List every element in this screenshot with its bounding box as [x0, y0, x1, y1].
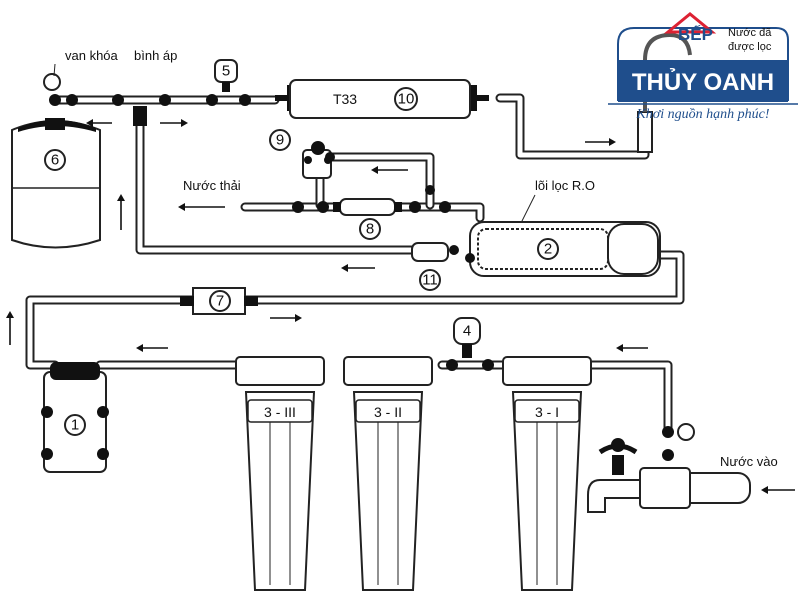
svg-text:11: 11 [422, 272, 438, 289]
flow-arrows-top [86, 119, 616, 230]
valve-9: 9 [269, 129, 435, 195]
brand-logo: BẾP Nước đã được lọc THỦY OANH Khơi nguồ… [608, 12, 798, 122]
svg-text:3 - III: 3 - III [264, 404, 296, 420]
outlet-faucet [637, 32, 692, 153]
top-line-fittings [66, 94, 251, 126]
label-loi-loc-ro: lõi lọc R.O [535, 178, 595, 193]
pressure-tank: 6 [11, 73, 101, 249]
svg-text:3 - I: 3 - I [535, 404, 559, 420]
svg-text:7: 7 [216, 293, 224, 310]
svg-text:1: 1 [71, 417, 79, 434]
label-binh-ap: bình áp [134, 48, 177, 63]
tank-number: 6 [51, 152, 59, 169]
badge-line1: Nước đã [728, 27, 772, 39]
filter-3-ii: 3 - II [343, 356, 433, 591]
ro-membrane: 2 [469, 221, 661, 277]
brand-prefix: BẾP [678, 25, 713, 44]
svg-text:10: 10 [398, 91, 415, 108]
valve-4: 4 [446, 317, 494, 371]
svg-text:9: 9 [276, 132, 284, 149]
filter-3-iii: 3 - III [235, 356, 325, 591]
t33-label: T33 [333, 91, 357, 107]
brand-name: THỦY OANH [632, 67, 774, 96]
pipe-loop-9 [315, 152, 435, 210]
pump-1: 1 [41, 362, 109, 473]
svg-text:5: 5 [222, 63, 230, 80]
svg-text:3 - II: 3 - II [374, 404, 402, 420]
t33-filter: T33 10 [275, 79, 489, 119]
label-nuoc-vao: Nước vào [720, 454, 778, 469]
component-7: 7 [180, 287, 258, 315]
svg-text:4: 4 [463, 323, 471, 340]
label-nuoc-thai: Nước thải [183, 178, 241, 193]
label-van-khoa: van khóa [65, 48, 119, 63]
svg-text:2: 2 [544, 241, 552, 258]
flow-restrictor-8: 8 [292, 198, 451, 240]
tank-valve-icon [43, 73, 61, 91]
svg-text:8: 8 [366, 221, 374, 238]
brand-slogan: Khơi nguồn hạnh phúc! [635, 107, 769, 122]
inlet-faucet [587, 423, 751, 513]
badge-line2: được lọc [728, 41, 772, 53]
valve-5: 5 [214, 59, 238, 92]
filter-3-i: 3 - I [502, 356, 592, 591]
component-11: 11 [411, 242, 475, 291]
